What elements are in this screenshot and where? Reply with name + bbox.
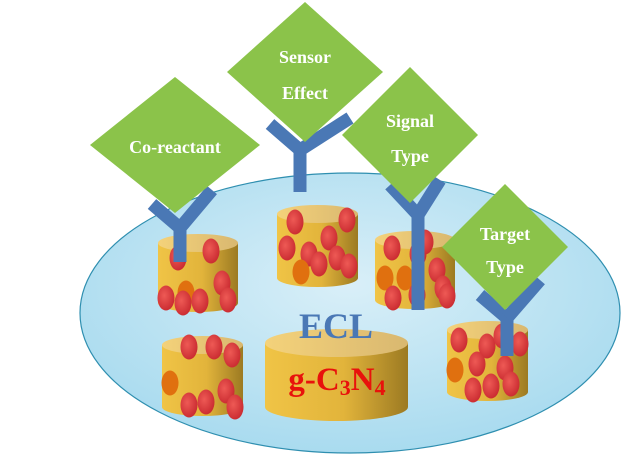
cylinder-top xyxy=(158,234,238,252)
red-particle xyxy=(340,253,358,279)
red-particle xyxy=(202,238,220,264)
red-particle xyxy=(278,235,296,261)
material-n-sub: 4 xyxy=(375,375,386,400)
red-particle xyxy=(320,225,338,251)
material-n: N xyxy=(351,362,375,398)
red-particle xyxy=(310,251,328,277)
red-particle xyxy=(180,334,198,360)
red-particle xyxy=(384,285,402,311)
antibody-arm xyxy=(175,185,217,233)
antibody-arm xyxy=(265,119,305,155)
factor-label: Type xyxy=(391,146,429,166)
material-c: C xyxy=(316,362,340,398)
nanoparticle-cylinder xyxy=(157,234,238,316)
red-particle xyxy=(478,333,496,359)
factor-diamond xyxy=(227,2,383,142)
factor-label: Sensor xyxy=(279,47,331,67)
factor-diamond xyxy=(90,77,260,213)
antibody-arm xyxy=(296,112,354,156)
factor-label: Type xyxy=(486,257,524,277)
red-particle xyxy=(511,331,529,357)
red-particle xyxy=(157,285,175,311)
material-prefix: g- xyxy=(288,362,316,398)
orange-particle xyxy=(292,259,310,285)
red-particle xyxy=(383,235,401,261)
factor-label: Target xyxy=(480,224,530,244)
red-particle xyxy=(180,392,198,418)
red-particle xyxy=(450,327,468,353)
red-particle xyxy=(226,394,244,420)
factor-diamond xyxy=(442,184,568,310)
cylinder-top xyxy=(265,329,408,357)
factor-label: Effect xyxy=(282,83,328,103)
material-label: g-C3N4 xyxy=(288,362,385,400)
red-particle xyxy=(174,290,192,316)
orange-particle xyxy=(446,357,464,383)
red-particle xyxy=(464,377,482,403)
red-particle xyxy=(197,389,215,415)
antibody-icon xyxy=(385,176,446,310)
factor-co-reactant: Co-reactant xyxy=(90,77,260,213)
factor-label: Signal xyxy=(386,111,434,131)
red-particle xyxy=(205,334,223,360)
nanoparticle-cylinder xyxy=(277,205,358,287)
gcn-cylinder xyxy=(265,329,408,422)
red-particle xyxy=(338,207,356,233)
antibody-arm xyxy=(385,180,423,220)
factor-diamond xyxy=(342,67,478,203)
antibody-arm xyxy=(475,290,512,323)
antibody-arm xyxy=(502,275,545,323)
factor-label: Co-reactant xyxy=(129,137,221,157)
red-particle xyxy=(219,287,237,313)
antibody-icon xyxy=(475,275,545,356)
nanoparticle-cylinder xyxy=(161,334,244,420)
cylinder-side xyxy=(265,343,408,422)
orange-particle xyxy=(396,265,414,291)
material-c-sub: 3 xyxy=(340,375,351,400)
antibody-icon xyxy=(265,112,354,192)
red-particle xyxy=(438,283,456,309)
antibody-arm xyxy=(412,176,446,219)
red-particle xyxy=(223,342,241,368)
orange-particle xyxy=(376,265,394,291)
orange-particle xyxy=(161,370,179,396)
red-particle xyxy=(286,209,304,235)
antibody-icon xyxy=(147,185,217,262)
red-particle xyxy=(502,371,520,397)
red-particle xyxy=(191,288,209,314)
red-particle xyxy=(482,373,500,399)
nanoparticle-cylinder xyxy=(446,321,529,403)
ecl-label: ECL xyxy=(299,306,373,346)
red-particle xyxy=(468,351,486,377)
